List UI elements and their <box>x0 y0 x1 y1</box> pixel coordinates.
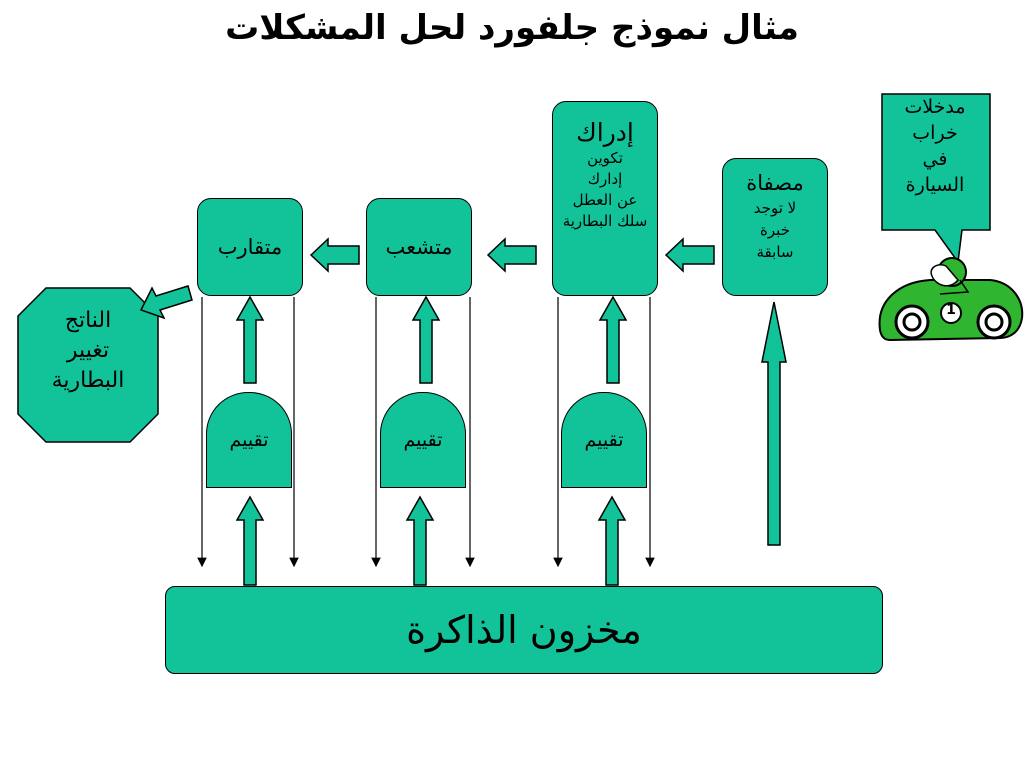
evaluation-label: تقييم <box>403 429 443 451</box>
car-illustration <box>878 257 1024 342</box>
memory-store-label: مخزون الذاكرة <box>406 608 642 652</box>
arrow-cognition-to-divergent <box>486 237 537 273</box>
arrow-eval2-up <box>411 295 441 384</box>
stage-filter-title: مصفاة <box>746 171 804 195</box>
stage-cognition-detail: تكوين إدارك عن العطل سلك البطارية <box>562 149 648 230</box>
evaluation-box-2: تقييم <box>380 392 466 488</box>
evaluation-label: تقييم <box>229 429 269 451</box>
arrow-convergent-to-output <box>139 285 193 320</box>
input-label: مدخلات خراب في السيارة <box>904 96 966 196</box>
arrow-eval1-up <box>235 295 265 384</box>
arrow-eval3-up <box>598 295 628 384</box>
memory-store: مخزون الذاكرة <box>165 586 883 674</box>
stage-convergent: متقارب <box>197 198 303 296</box>
arrow-memory-eval3 <box>597 495 627 586</box>
evaluation-box-3: تقييم <box>561 392 647 488</box>
arrow-divergent-to-convergent <box>309 237 360 273</box>
input-callout <box>881 93 991 264</box>
evaluation-box-1: تقييم <box>206 392 292 488</box>
stage-filter-detail: لا توجد خبرة سابقة <box>753 199 797 261</box>
stage-filter: مصفاة لا توجد خبرة سابقة <box>722 158 828 296</box>
car-number: 1 <box>946 302 956 318</box>
output-octagon <box>17 287 159 443</box>
arrow-memory-eval2 <box>405 495 435 586</box>
stage-convergent-label: متقارب <box>217 235 283 259</box>
page-title: مثال نموذج جلفورد لحل المشكلات <box>225 8 799 48</box>
evaluation-label: تقييم <box>584 429 624 451</box>
stage-cognition-title: إدراك <box>576 118 634 147</box>
stage-divergent-label: متشعب <box>385 235 453 259</box>
arrow-memory-eval1 <box>235 495 265 586</box>
stage-cognition: إدراك تكوين إدارك عن العطل سلك البطارية <box>552 101 658 296</box>
output-label: الناتج تغيير البطارية <box>51 308 125 393</box>
stage-divergent: متشعب <box>366 198 472 296</box>
arrow-filter-to-cognition <box>664 237 715 273</box>
arrow-to-filter <box>761 301 787 546</box>
